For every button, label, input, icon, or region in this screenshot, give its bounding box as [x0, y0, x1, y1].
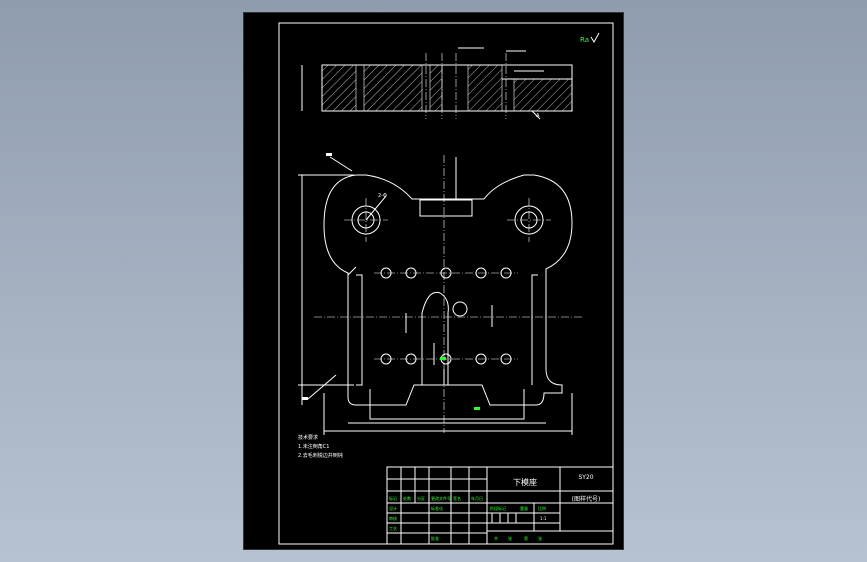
label-sheet-2: 张: [538, 535, 542, 541]
label-number: 第: [524, 535, 528, 541]
center-hole: [452, 301, 468, 317]
label-design: 设计: [389, 505, 397, 511]
label-sheet-1: 张: [508, 535, 512, 541]
label-review: 审核: [389, 515, 397, 521]
notes-heading: 技术要求: [298, 434, 318, 441]
label-approve: 批准: [431, 535, 439, 541]
section-label: A: [536, 113, 540, 119]
label-date: 年月日: [471, 495, 483, 501]
label-zone: 分区: [417, 495, 425, 501]
section-view: A: [301, 47, 573, 120]
label-standardization: 标准化: [431, 505, 443, 511]
label-change-doc: 更改文件号: [431, 495, 451, 501]
drawing-number: (图样代号): [572, 495, 601, 503]
part-code: SY20: [578, 474, 593, 481]
part-outline: [323, 174, 573, 406]
title-block: 下模座 SY20 (图样代号) 标记 处数 分区 更改文件号 签名 年月日 设计…: [386, 466, 614, 545]
cad-drawing: Ra A: [278, 22, 614, 545]
drawing-sheet: Ra A: [243, 12, 624, 550]
label-mark: 标记: [389, 495, 397, 501]
roughness-symbol: Ra: [580, 36, 589, 44]
label-total: 共: [494, 535, 498, 541]
technical-notes: 技术要求 1.未注倒角C1 2.去毛刺锐边并倒钝: [298, 434, 343, 459]
label-count: 处数: [403, 495, 411, 501]
roughness-check-icon: [590, 32, 600, 43]
center-slot: [421, 291, 449, 386]
label-stage: 阶段标记: [490, 505, 506, 511]
top-slot: [419, 199, 473, 217]
note-line-2: 2.去毛刺锐边并倒钝: [298, 452, 343, 459]
note-line-1: 1.未注倒角C1: [298, 443, 329, 450]
part-name: 下模座: [513, 477, 537, 487]
plan-view: 2-Φ: [298, 153, 584, 435]
label-process: 工艺: [389, 526, 397, 531]
hole-callout: 2-Φ: [378, 193, 387, 199]
scale-value: 1:1: [540, 516, 547, 521]
label-sign: 签名: [453, 495, 461, 501]
label-scale: 比例: [538, 505, 546, 511]
label-weight: 重量: [520, 505, 528, 511]
